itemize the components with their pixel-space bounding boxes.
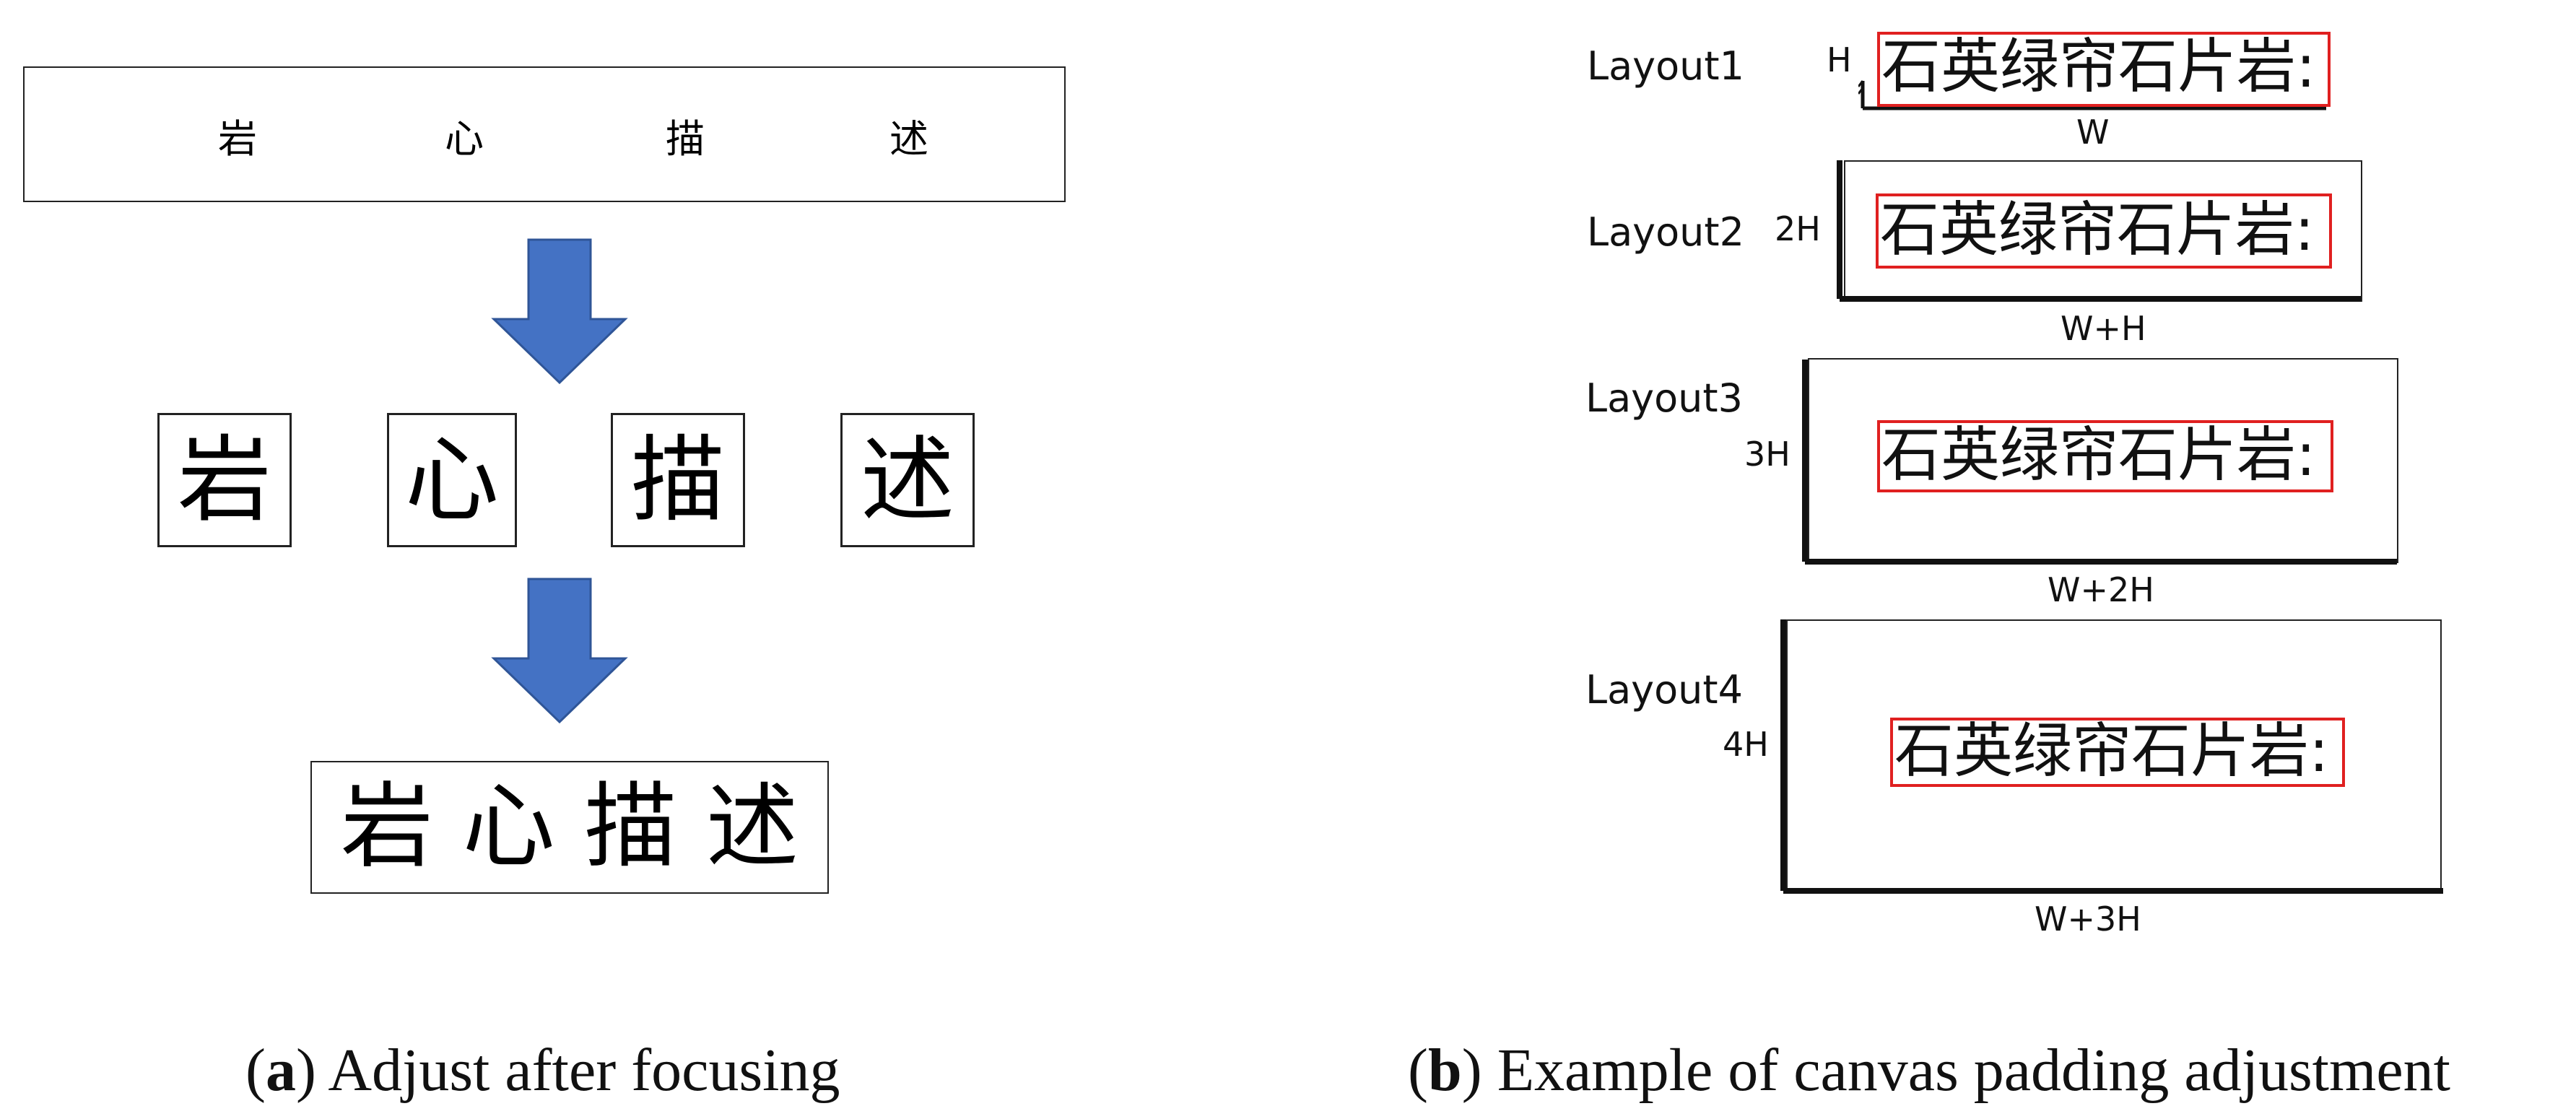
layout1-frame <box>1858 80 2326 110</box>
height-label: 4H <box>1723 725 1769 764</box>
width-label: W+H <box>2061 309 2146 348</box>
caption-b: (b) Example of canvas padding adjustment <box>1408 1037 2450 1104</box>
width-label: W <box>2076 113 2110 152</box>
original-char: 描 <box>666 116 705 162</box>
original-text-box: 岩 心 描 述 <box>23 66 1066 202</box>
layout-label: Layout4 <box>1585 667 1743 713</box>
merged-text: 岩 心 描 述 <box>340 773 799 881</box>
layout-text: 石英绿帘石片岩: <box>1880 196 2315 264</box>
layout-text: 石英绿帘石片岩: <box>1894 717 2329 785</box>
caption-a: (a) Adjust after focusing <box>245 1037 840 1104</box>
layout4-brackets <box>1780 619 2443 894</box>
width-label: W+3H <box>2035 900 2141 939</box>
layout-label: Layout2 <box>1587 209 1744 255</box>
merged-text-box: 岩 心 描 述 <box>310 761 829 894</box>
layout-label: Layout3 <box>1585 375 1743 421</box>
original-char: 心 <box>445 116 484 162</box>
height-label: 2H <box>1775 209 1821 248</box>
layout-text: 石英绿帘石片岩: <box>1881 421 2316 489</box>
text-bounding-box <box>1877 420 2333 492</box>
segmented-char-box: 描 <box>611 413 745 547</box>
original-char: 述 <box>889 116 928 162</box>
text-bounding-box <box>1876 193 2332 269</box>
down-arrow-icon <box>491 238 628 385</box>
layout-text: 石英绿帘石片岩: <box>1881 32 2316 101</box>
original-char: 岩 <box>218 116 257 162</box>
width-label: W+2H <box>2048 570 2154 609</box>
segmented-char-box: 心 <box>387 413 517 547</box>
text-bounding-box <box>1890 718 2345 787</box>
height-label: 3H <box>1744 435 1790 474</box>
height-label: H <box>1827 40 1852 79</box>
layout3-brackets <box>1802 360 2397 565</box>
segmented-char-box: 述 <box>840 413 975 547</box>
layout2-brackets <box>1837 160 2361 302</box>
segmented-char-box: 岩 <box>157 413 292 547</box>
down-arrow-icon <box>491 578 628 724</box>
layout-label: Layout1 <box>1587 43 1744 89</box>
text-bounding-box <box>1877 32 2331 107</box>
layout3-canvas <box>1808 358 2398 563</box>
